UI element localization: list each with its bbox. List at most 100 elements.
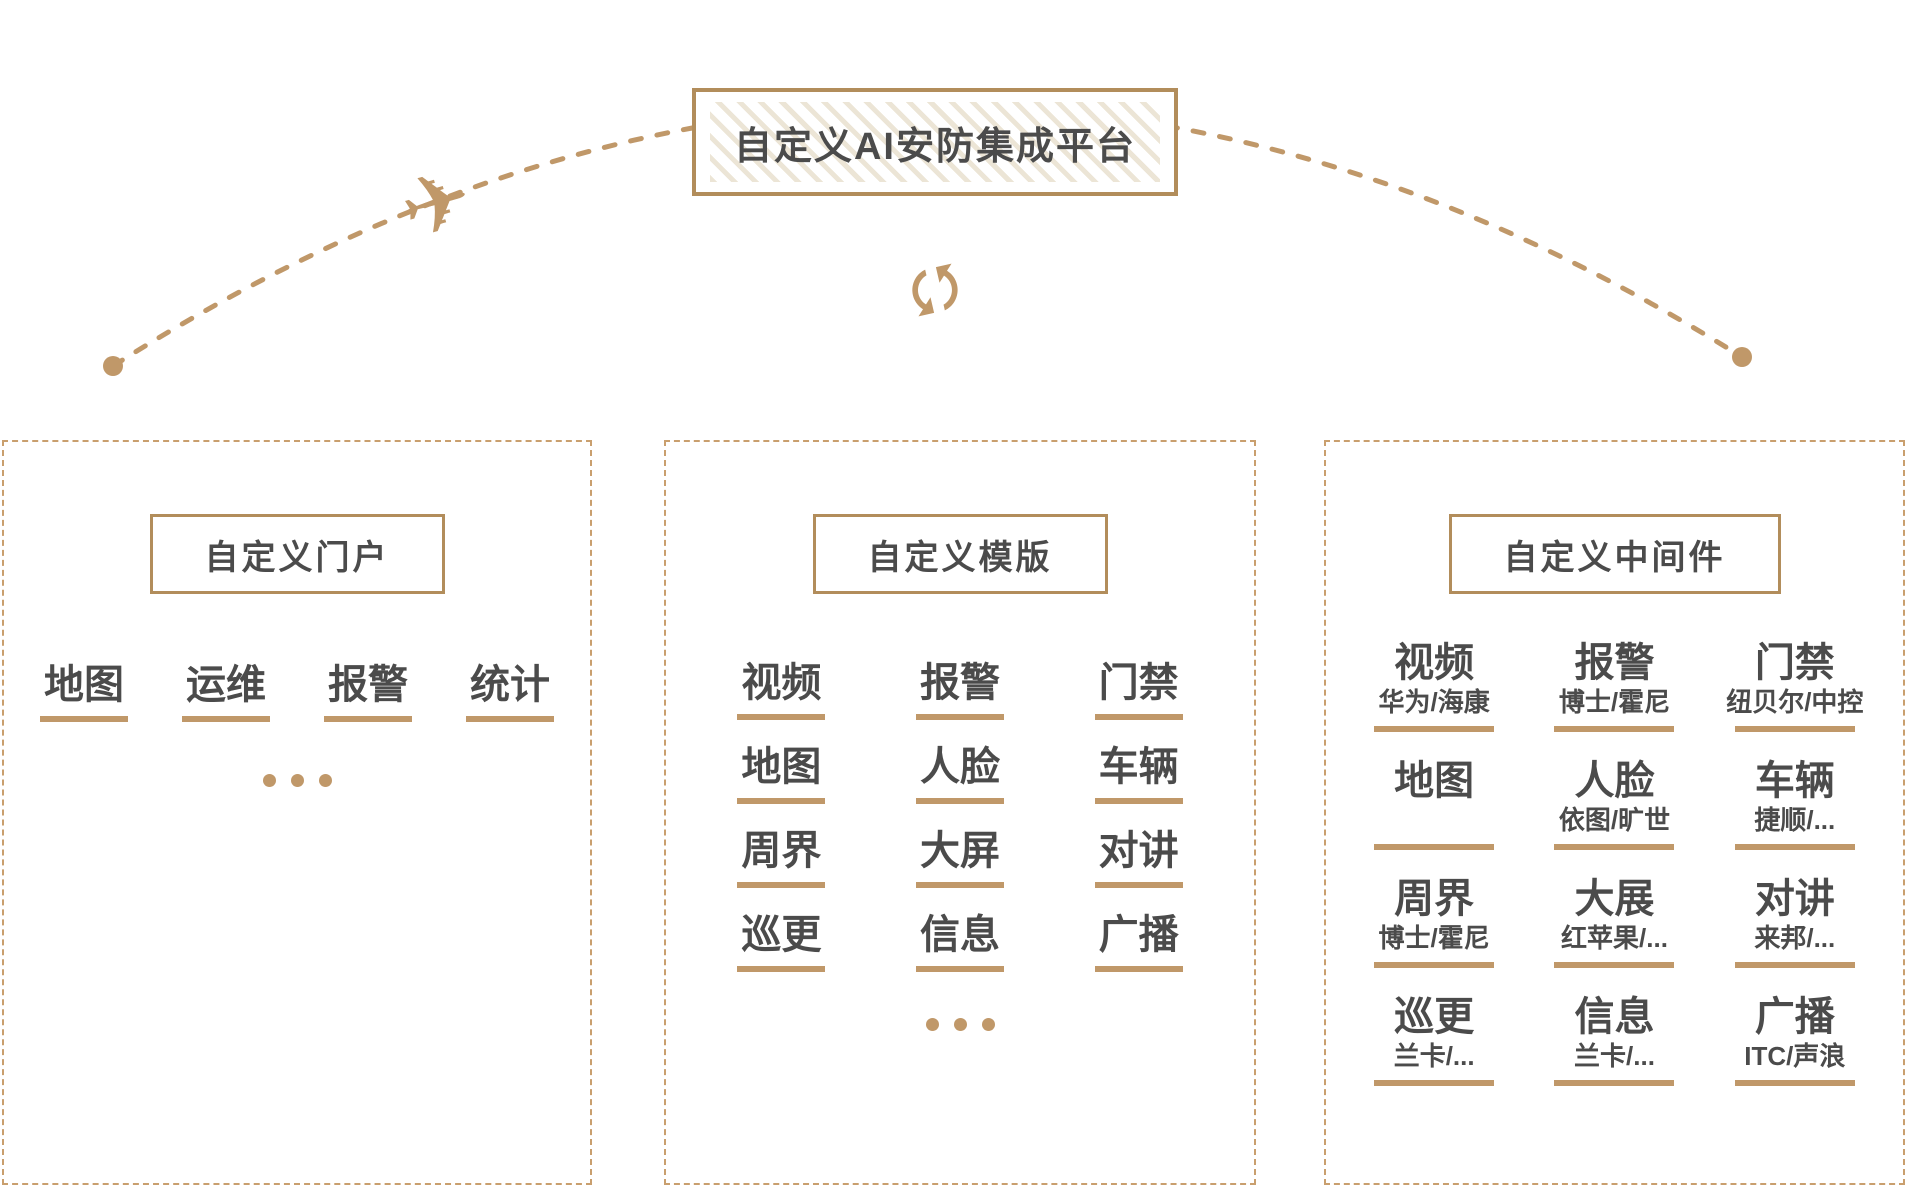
template-item-label: 巡更 (741, 913, 822, 957)
middleware-item-text: 地图 (1394, 758, 1474, 836)
middleware-item-text: 报警 博士/霍尼 (1559, 640, 1670, 718)
panel-template: 自定义模版 视频 报警 门禁 地图 人脸 车辆 周界 (664, 440, 1256, 1185)
template-item: 车辆 (1094, 744, 1183, 804)
middleware-item-text: 人脸 依图/旷世 (1559, 758, 1670, 836)
template-item: 视频 (737, 660, 826, 720)
sync-icon (901, 256, 969, 324)
template-item-label: 视频 (741, 661, 822, 705)
template-item: 人脸 (915, 744, 1004, 804)
middleware-item-text: 巡更 兰卡/... (1394, 994, 1475, 1072)
template-item: 门禁 (1094, 660, 1183, 720)
item-underline (737, 798, 826, 804)
item-underline (1554, 844, 1675, 850)
item-underline (1094, 714, 1183, 720)
template-item: 巡更 (737, 912, 826, 972)
template-item-label: 车辆 (1098, 745, 1179, 789)
template-item: 信息 (915, 912, 1004, 972)
middleware-item: 地图 (1374, 742, 1495, 860)
middleware-item-text: 车辆 捷顺/... (1754, 758, 1835, 836)
panel-portal: 自定义门户 地图 运维 报警 统计 (2, 440, 592, 1185)
ellipsis-dots (666, 1018, 1254, 1031)
item-underline (466, 716, 554, 722)
template-item-label: 对讲 (1098, 829, 1179, 873)
portal-item-label: 运维 (186, 663, 266, 707)
middleware-item-vendors: 依图/旷世 (1558, 805, 1671, 835)
item-underline (915, 882, 1004, 888)
item-underline (1094, 798, 1183, 804)
middleware-item-label: 周界 (1394, 877, 1475, 921)
middleware-item-label: 巡更 (1394, 995, 1475, 1039)
panel-portal-title: 自定义门户 (204, 538, 390, 577)
template-item-label: 门禁 (1098, 661, 1179, 705)
middleware-item: 视频 华为/海康 (1374, 624, 1495, 742)
middleware-item-vendors: 捷顺/... (1754, 805, 1836, 835)
middleware-item-label: 地图 (1394, 759, 1475, 803)
portal-item: 报警 (324, 662, 412, 722)
middleware-item: 大展 红苹果/... (1554, 860, 1675, 978)
portal-item: 运维 (182, 662, 270, 722)
item-underline (1094, 966, 1183, 972)
template-item-label: 地图 (741, 745, 822, 789)
middleware-item-text: 门禁 纽贝尔/中控 (1726, 640, 1863, 718)
template-items-grid: 视频 报警 门禁 地图 人脸 车辆 周界 大屏 (666, 660, 1254, 972)
template-item-label: 报警 (919, 661, 1000, 705)
portal-item-label: 地图 (44, 663, 124, 707)
item-underline (1094, 882, 1183, 888)
middleware-item-label: 车辆 (1754, 759, 1835, 803)
item-underline (182, 716, 270, 722)
title-stripe-pattern (710, 102, 1160, 182)
item-underline (1554, 962, 1675, 968)
template-item-label: 周界 (741, 829, 822, 873)
template-item-label: 信息 (919, 913, 1000, 957)
middleware-item-vendors: 兰卡/... (1574, 1041, 1655, 1071)
middleware-item-label: 视频 (1394, 641, 1475, 685)
item-underline (737, 966, 826, 972)
portal-items-row: 地图 运维 报警 统计 (4, 662, 590, 722)
arc-endpoint-right (1732, 347, 1752, 367)
panel-middleware-header: 自定义中间件 (1448, 514, 1781, 594)
item-underline (40, 716, 128, 722)
middleware-item-text: 广播 ITC/声浪 (1744, 994, 1845, 1072)
middleware-item-label: 对讲 (1754, 877, 1835, 921)
item-underline (1734, 1080, 1855, 1086)
item-underline (915, 798, 1004, 804)
item-underline (1734, 962, 1855, 968)
middleware-item-vendors: 兰卡/... (1393, 1041, 1475, 1071)
middleware-item: 门禁 纽贝尔/中控 (1726, 624, 1863, 742)
template-item: 大屏 (915, 828, 1004, 888)
item-underline (1734, 726, 1855, 732)
middleware-item-vendors: 红苹果/... (1561, 923, 1668, 953)
middleware-item-text: 信息 兰卡/... (1574, 994, 1655, 1072)
item-underline (737, 882, 826, 888)
panel-middleware-title: 自定义中间件 (1503, 538, 1726, 577)
platform-title-box: 自定义AI安防集成平台 (692, 88, 1178, 196)
middleware-item-label: 报警 (1574, 641, 1655, 685)
middleware-item-label: 门禁 (1754, 641, 1835, 685)
middleware-item-vendors: 来邦/... (1754, 923, 1836, 953)
panel-template-title: 自定义模版 (867, 538, 1053, 577)
middleware-item: 报警 博士/霍尼 (1554, 624, 1675, 742)
middleware-item-label: 广播 (1754, 995, 1835, 1039)
item-underline (1374, 962, 1495, 968)
item-underline (1374, 844, 1495, 850)
item-underline (737, 714, 826, 720)
template-item: 对讲 (1094, 828, 1183, 888)
middleware-item: 巡更 兰卡/... (1374, 978, 1495, 1096)
template-item-label: 广播 (1098, 913, 1179, 957)
portal-item: 统计 (466, 662, 554, 722)
middleware-item-text: 视频 华为/海康 (1379, 640, 1490, 718)
middleware-item-text: 大展 红苹果/... (1561, 876, 1668, 954)
panel-template-header: 自定义模版 (812, 514, 1108, 594)
middleware-items-grid: 视频 华为/海康 报警 博士/霍尼 门禁 纽贝尔/中控 地图 (1326, 624, 1903, 1096)
template-item-label: 人脸 (919, 745, 1000, 789)
middleware-item: 周界 博士/霍尼 (1374, 860, 1495, 978)
middleware-item: 对讲 来邦/... (1734, 860, 1855, 978)
middleware-item: 车辆 捷顺/... (1734, 742, 1855, 860)
portal-item-label: 统计 (470, 663, 550, 707)
template-item: 地图 (737, 744, 826, 804)
template-item-label: 大屏 (919, 829, 1000, 873)
middleware-item-vendors: 纽贝尔/中控 (1726, 687, 1864, 717)
panel-portal-header: 自定义门户 (149, 514, 445, 594)
middleware-item-text: 对讲 来邦/... (1754, 876, 1835, 954)
